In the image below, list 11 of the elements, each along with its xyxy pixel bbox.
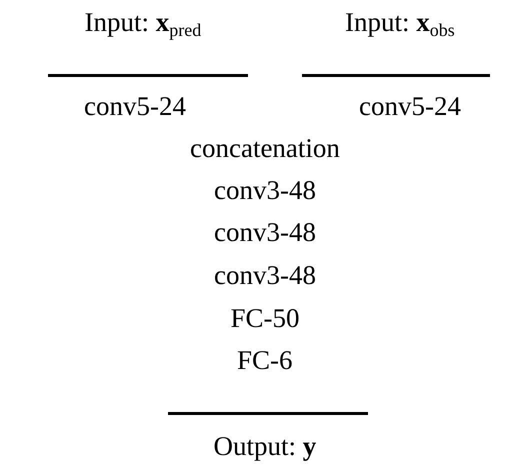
layer-label: concatenation <box>190 132 340 164</box>
layer-label: FC-50 <box>230 302 300 334</box>
layer-label: FC-6 <box>237 344 293 376</box>
output-label: Output: y <box>214 430 316 462</box>
layer-label: conv3-48 <box>214 216 316 248</box>
layer-label: conv3-48 <box>214 174 316 206</box>
layer-label: conv5-24 <box>359 90 461 122</box>
input-label: Input: x$_{obs}$ <box>345 6 455 38</box>
input-label: Input: x$_{pred}$ <box>84 6 202 38</box>
layer-label: conv3-48 <box>214 259 316 291</box>
layer-label: conv5-24 <box>84 90 186 122</box>
